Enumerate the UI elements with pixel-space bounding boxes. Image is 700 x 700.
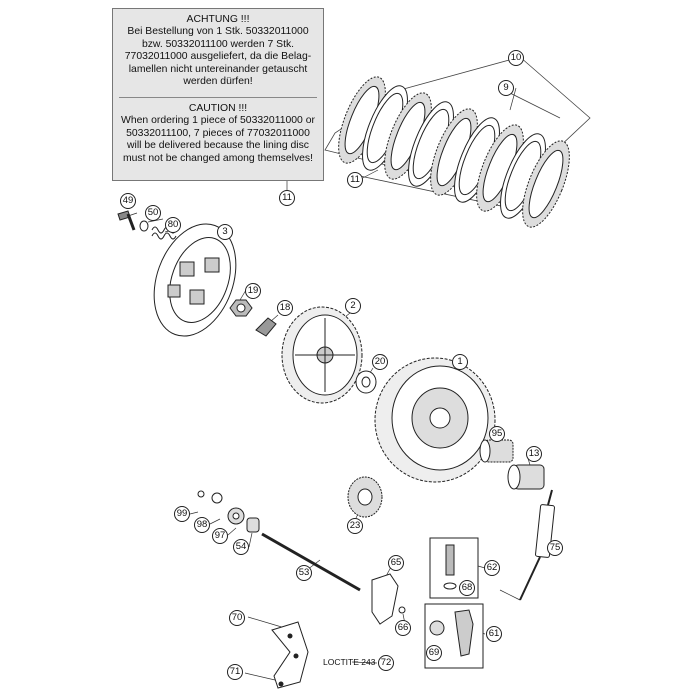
- callout-69: 69: [426, 645, 442, 661]
- callout-23: 23: [347, 518, 363, 534]
- callout-80: 80: [165, 217, 181, 233]
- callout-68: 68: [459, 580, 475, 596]
- callout-9: 9: [498, 80, 514, 96]
- callout-54: 54: [233, 539, 249, 555]
- callout-13: 13: [526, 446, 542, 462]
- german-header: ACHTUNG !!!: [186, 14, 250, 25]
- callout-2: 2: [345, 298, 361, 314]
- callout-71: 71: [227, 664, 243, 680]
- bolt-washer-spring: [117, 210, 177, 240]
- callout-62: 62: [484, 560, 500, 576]
- pressure-plate: [153, 223, 237, 337]
- callout-95: 95: [489, 426, 505, 442]
- callout-65: 65: [388, 555, 404, 571]
- callout-61: 61: [486, 626, 502, 642]
- bushing: [507, 464, 545, 490]
- clutch-plate: [522, 140, 570, 228]
- callout-97: 97: [212, 528, 228, 544]
- callout-72: 72: [378, 655, 394, 671]
- german-body: Bei Bestellung von 1 Stk. 50332011000 bz…: [124, 26, 312, 88]
- small-washers-and-bearing: [197, 490, 260, 533]
- callout-50: 50: [145, 205, 161, 221]
- callout-99: 99: [174, 506, 190, 522]
- primary-gear: [347, 476, 383, 518]
- callout-3: 3: [217, 224, 233, 240]
- callout-11: 11: [347, 172, 363, 188]
- german-note: ACHTUNG !!! Bei Bestellung von 1 Stk. 50…: [113, 14, 323, 88]
- push-rod: [261, 532, 361, 592]
- bracket-plate: [371, 573, 399, 625]
- callout-98: 98: [194, 517, 210, 533]
- callout-18: 18: [277, 300, 293, 316]
- inner-clutch-hub: [281, 306, 363, 404]
- callout-75: 75: [547, 540, 563, 556]
- english-body: When ordering 1 piece of 50332011000 or …: [121, 115, 315, 164]
- clutch-basket: [374, 357, 496, 483]
- callout-49: 49: [120, 193, 136, 209]
- callout-1: 1: [452, 354, 468, 370]
- callout-11-note: 11: [279, 190, 295, 206]
- callout-20: 20: [372, 354, 388, 370]
- cover-bracket: [271, 621, 309, 689]
- nut-and-lock-washer: [229, 299, 277, 337]
- caution-note: ACHTUNG !!! Bei Bestellung von 1 Stk. 50…: [112, 8, 324, 181]
- callout-70: 70: [229, 610, 245, 626]
- callout-19: 19: [245, 283, 261, 299]
- callout-66: 66: [395, 620, 411, 636]
- grease-syringe: [519, 489, 555, 601]
- note-divider: [119, 97, 317, 98]
- clutch-plate: [362, 85, 408, 171]
- clutch-plate-stack: [338, 76, 570, 228]
- callout-53: 53: [296, 565, 312, 581]
- english-header: CAUTION !!!: [188, 103, 248, 114]
- loctite-label: LOCTITE 243: [323, 657, 376, 667]
- callout-10: 10: [508, 50, 524, 66]
- needle-bearing: [479, 439, 514, 463]
- english-note: CAUTION !!! When ordering 1 piece of 503…: [113, 103, 323, 165]
